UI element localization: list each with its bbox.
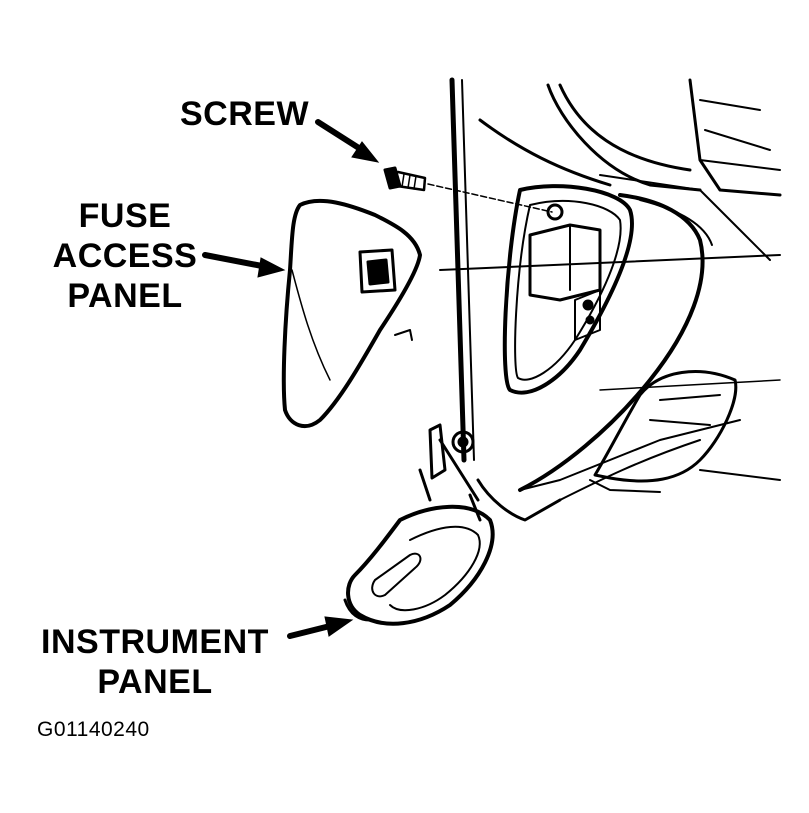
dashboard-upper <box>478 78 782 261</box>
screw-guide-line <box>427 183 553 213</box>
instrument-panel-label-line-2: PANEL <box>97 663 213 701</box>
instrument-panel-label: INSTRUMENT PANEL <box>30 622 280 702</box>
instrument-panel-leader-arrow <box>287 623 333 639</box>
instrument-panel-trim <box>439 193 781 522</box>
fuse-access-panel-label-line-2: ACCESS <box>52 237 198 275</box>
screw-leader-arrow <box>315 119 365 153</box>
fuse-panel-leader-arrow <box>202 252 265 269</box>
instrument-panel-lower <box>343 493 495 626</box>
lower-bracket <box>418 423 475 502</box>
figure-id: G01140240 <box>37 718 150 741</box>
screw-part <box>383 166 427 192</box>
fuse-panel-opening <box>502 184 634 395</box>
callout-arrows <box>202 119 380 639</box>
instrument-panel-label-line-1: INSTRUMENT <box>41 623 269 661</box>
fuse-access-panel-label-line-3: PANEL <box>67 277 183 315</box>
fuse-access-panel-label-line-1: FUSE <box>78 197 172 235</box>
screw-label: SCREW <box>180 95 310 133</box>
fuse-access-panel-label: FUSE ACCESS PANEL <box>40 196 210 316</box>
fuse-access-panel-cover <box>281 198 422 429</box>
